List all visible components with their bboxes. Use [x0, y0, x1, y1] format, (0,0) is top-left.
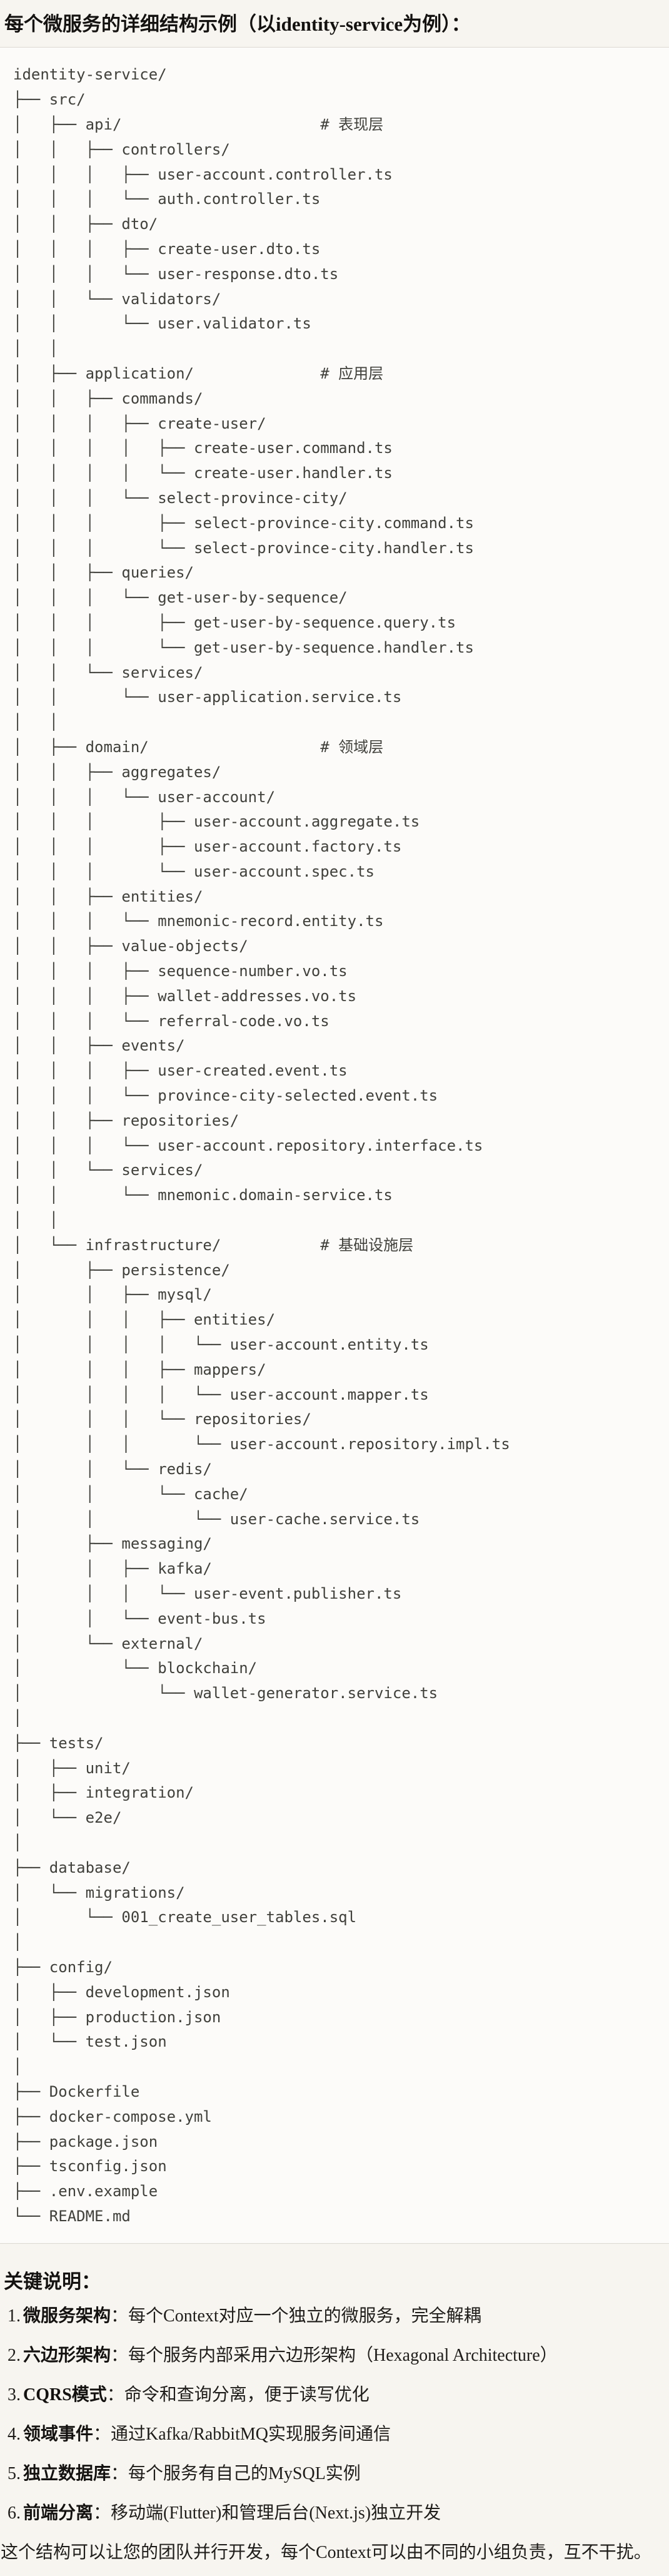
code-block: identity-service/ ├── src/ │ ├── api/ # … — [0, 47, 669, 2244]
list-item: 5.独立数据库：每个服务有自己的MySQL实例 — [8, 2463, 669, 2485]
list-item-number: 2. — [8, 2345, 21, 2365]
notes-list: 1.微服务架构：每个Context对应一个独立的微服务，完全解耦 2.六边形架构… — [0, 2305, 669, 2525]
list-item-term: 前端分离 — [23, 2503, 94, 2523]
list-item: 6.前端分离：移动端(Flutter)和管理后台(Next.js)独立开发 — [8, 2502, 669, 2525]
directory-tree: identity-service/ ├── src/ │ ├── api/ # … — [13, 66, 510, 2225]
list-item-term: CQRS模式 — [23, 2385, 107, 2405]
list-item-number: 1. — [8, 2306, 21, 2326]
list-item: 4.领域事件：通过Kafka/RabbitMQ实现服务间通信 — [8, 2423, 669, 2446]
list-item-text: ：每个服务内部采用六边形架构（Hexagonal Architecture） — [111, 2345, 558, 2365]
list-item-text: ：通过Kafka/RabbitMQ实现服务间通信 — [93, 2424, 391, 2444]
list-item-term: 独立数据库 — [23, 2463, 111, 2483]
list-item: 2.六边形架构：每个服务内部采用六边形架构（Hexagonal Architec… — [8, 2344, 669, 2367]
list-item-number: 4. — [8, 2424, 21, 2444]
list-item-term: 六边形架构 — [23, 2345, 111, 2365]
list-item: 3.CQRS模式：命令和查询分离，便于读写优化 — [8, 2384, 669, 2406]
list-item: 1.微服务架构：每个Context对应一个独立的微服务，完全解耦 — [8, 2305, 669, 2328]
list-item-number: 5. — [8, 2463, 21, 2483]
list-item-text: ：每个服务有自己的MySQL实例 — [111, 2463, 361, 2483]
list-item-number: 6. — [8, 2503, 21, 2523]
list-item-term: 微服务架构 — [23, 2306, 111, 2326]
list-item-text: ：移动端(Flutter)和管理后台(Next.js)独立开发 — [93, 2503, 441, 2523]
notes-heading: 关键说明： — [4, 2270, 101, 2293]
closing-paragraph: 这个结构可以让您的团队并行开发，每个Context可以由不同的小组负责，互不干扰… — [1, 2542, 651, 2562]
page-title: 每个微服务的详细结构示例（以identity-service为例）： — [4, 13, 471, 35]
list-item-number: 3. — [8, 2385, 21, 2405]
list-item-text: ：命令和查询分离，便于读写优化 — [106, 2385, 370, 2405]
list-item-term: 领域事件 — [23, 2424, 94, 2444]
list-item-text: ：每个Context对应一个独立的微服务，完全解耦 — [111, 2306, 481, 2326]
